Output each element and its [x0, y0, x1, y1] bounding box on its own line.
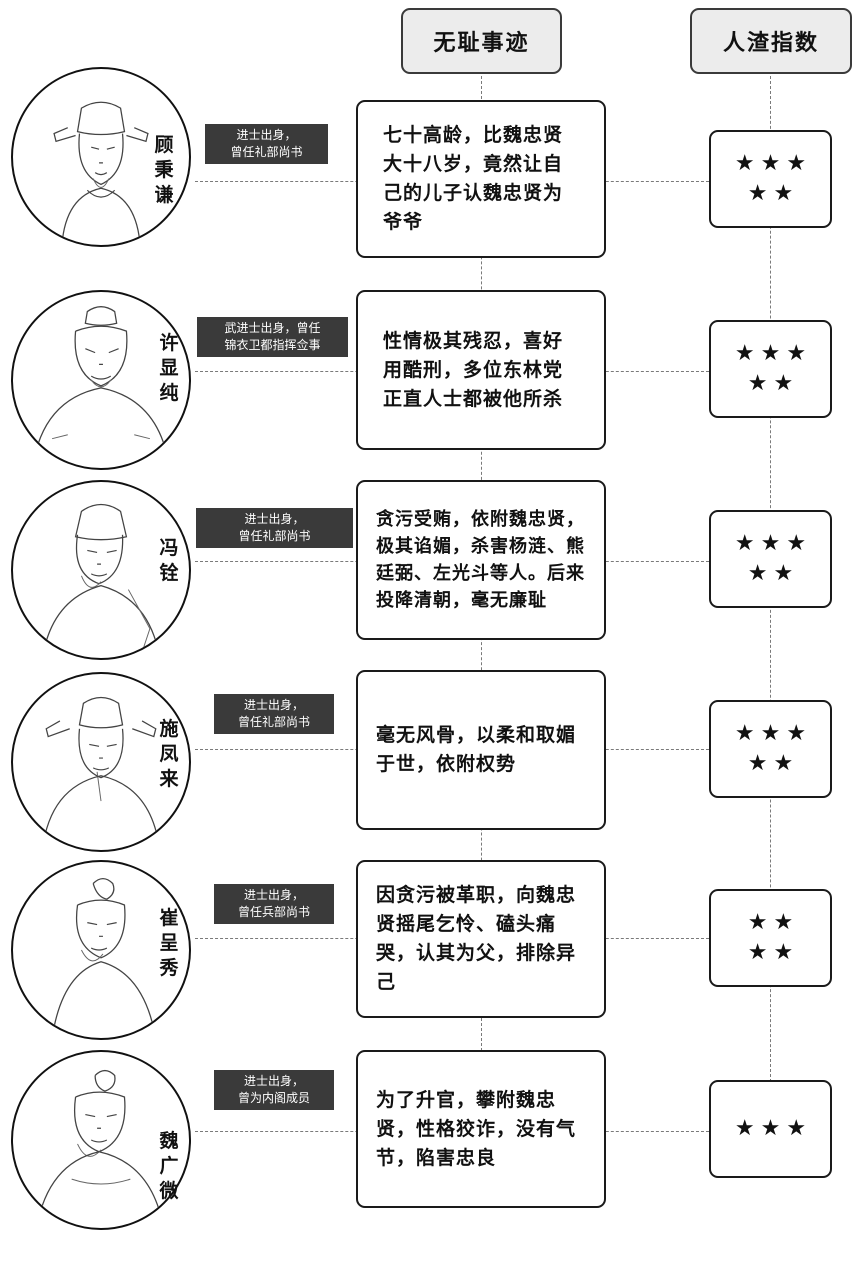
rating-card: ★★★★★ — [709, 320, 832, 418]
rating-card: ★★★ — [709, 1080, 832, 1178]
badge-line: 曾任礼部尚书 — [237, 715, 310, 729]
person-name: 崔呈秀 — [159, 907, 179, 979]
star-icon: ★ — [760, 721, 781, 746]
star-icon: ★ — [747, 561, 768, 586]
star-icon: ★ — [773, 940, 794, 965]
badge-line: 进士出身， — [244, 512, 305, 526]
star-icon: ★ — [747, 751, 768, 776]
star-row: ★★ — [748, 938, 793, 968]
official-portrait-illustration — [41, 696, 161, 850]
official-portrait-illustration — [31, 306, 171, 468]
rating-column-header: 人渣指数 — [690, 8, 852, 74]
star-row: ★★★ — [735, 339, 806, 369]
badge-line: 武进士出身，曾任 — [224, 321, 321, 335]
deed-text: 因贪污被革职，向魏忠贤摇尾乞怜、磕头痛哭，认其为父，排除异己 — [376, 884, 577, 993]
person-name: 许显纯 — [159, 332, 179, 404]
star-row: ★★ — [748, 559, 793, 589]
star-icon: ★ — [760, 531, 781, 556]
star-icon: ★ — [786, 151, 807, 176]
star-icon: ★ — [786, 1116, 807, 1141]
badge-line: 进士出身， — [243, 698, 304, 712]
badge-line: 锦衣卫都指挥佥事 — [224, 338, 321, 352]
star-icon: ★ — [760, 151, 781, 176]
star-icon: ★ — [773, 751, 794, 776]
star-row: ★★★ — [735, 1114, 806, 1144]
star-icon: ★ — [734, 341, 755, 366]
star-icon: ★ — [747, 910, 768, 935]
background-badge: 进士出身， 曾任兵部尚书 — [214, 884, 334, 924]
badge-line: 进士出身， — [236, 128, 297, 142]
deed-text: 性情极其残忍，喜好用酷刑，多位东林党正直人士都被他所杀 — [383, 329, 564, 410]
deed-text: 毫无风骨，以柔和取媚于世，依附权势 — [376, 724, 577, 775]
background-badge: 进士出身， 曾为内阁成员 — [214, 1070, 334, 1110]
badge-line: 进士出身， — [243, 888, 304, 902]
star-row: ★★★ — [735, 719, 806, 749]
deed-card: 性情极其残忍，喜好用酷刑，多位东林党正直人士都被他所杀 — [356, 290, 606, 450]
rating-card: ★★★★★ — [709, 130, 832, 228]
portrait — [11, 860, 191, 1040]
star-icon: ★ — [773, 910, 794, 935]
star-icon: ★ — [760, 341, 781, 366]
star-icon: ★ — [734, 1116, 755, 1141]
star-row: ★★★ — [735, 529, 806, 559]
deed-card: 因贪污被革职，向魏忠贤摇尾乞怜、磕头痛哭，认其为父，排除异己 — [356, 860, 606, 1018]
star-icon: ★ — [760, 1116, 781, 1141]
star-icon: ★ — [773, 561, 794, 586]
star-icon: ★ — [773, 371, 794, 396]
badge-line: 进士出身， — [243, 1074, 304, 1088]
official-portrait-illustration — [51, 877, 157, 1038]
background-badge: 进士出身， 曾任礼部尚书 — [214, 694, 334, 734]
rating-card: ★★★★★ — [709, 700, 832, 798]
star-icon: ★ — [747, 940, 768, 965]
portrait — [11, 672, 191, 852]
star-row: ★★ — [748, 749, 793, 779]
person-name: 魏广微 — [159, 1130, 179, 1202]
deed-text: 为了升官，攀附魏忠贤，性格狡诈，没有气节，陷害忠良 — [376, 1088, 577, 1169]
star-icon: ★ — [747, 371, 768, 396]
deed-text: 七十高龄，比魏忠贤大十八岁，竟然让自己的儿子认魏忠贤为爷爷 — [383, 124, 564, 233]
official-portrait-illustration — [35, 1069, 165, 1228]
rating-card: ★★★★ — [709, 889, 832, 987]
star-row: ★★ — [748, 908, 793, 938]
background-badge: 进士出身， 曾任礼部尚书 — [196, 508, 353, 548]
person-name: 施凤来 — [159, 718, 179, 790]
badge-line: 曾任兵部尚书 — [237, 905, 310, 919]
portrait — [11, 480, 191, 660]
star-icon: ★ — [747, 181, 768, 206]
portrait — [11, 1050, 191, 1230]
person-name: 冯铨 — [159, 537, 179, 584]
star-icon: ★ — [773, 181, 794, 206]
star-icon: ★ — [734, 151, 755, 176]
star-row: ★★ — [748, 179, 793, 209]
background-badge: 进士出身， 曾任礼部尚书 — [205, 124, 328, 164]
deed-card: 贪污受贿，依附魏忠贤，极其谄媚，杀害杨涟、熊廷弼、左光斗等人。后来投降清朝，毫无… — [356, 480, 606, 640]
portrait — [11, 290, 191, 470]
star-icon: ★ — [786, 721, 807, 746]
deed-card: 七十高龄，比魏忠贤大十八岁，竟然让自己的儿子认魏忠贤为爷爷 — [356, 100, 606, 258]
star-icon: ★ — [786, 531, 807, 556]
badge-line: 曾为内阁成员 — [237, 1091, 310, 1105]
deed-text: 贪污受贿，依附魏忠贤，极其谄媚，杀害杨涟、熊廷弼、左光斗等人。后来投降清朝，毫无… — [376, 509, 585, 611]
star-row: ★★★ — [735, 149, 806, 179]
official-portrait-illustration — [41, 503, 161, 658]
star-icon: ★ — [734, 531, 755, 556]
portrait — [11, 67, 191, 247]
deed-card: 毫无风骨，以柔和取媚于世，依附权势 — [356, 670, 606, 830]
rating-card: ★★★★★ — [709, 510, 832, 608]
official-portrait-illustration — [53, 101, 149, 245]
person-name: 顾秉谦 — [154, 134, 174, 206]
badge-line: 曾任礼部尚书 — [230, 145, 303, 159]
badge-line: 曾任礼部尚书 — [238, 529, 311, 543]
deeds-column-header: 无耻事迹 — [401, 8, 562, 74]
star-icon: ★ — [734, 721, 755, 746]
background-badge: 武进士出身，曾任 锦衣卫都指挥佥事 — [197, 317, 348, 357]
deed-card: 为了升官，攀附魏忠贤，性格狡诈，没有气节，陷害忠良 — [356, 1050, 606, 1208]
star-icon: ★ — [786, 341, 807, 366]
star-row: ★★ — [748, 369, 793, 399]
